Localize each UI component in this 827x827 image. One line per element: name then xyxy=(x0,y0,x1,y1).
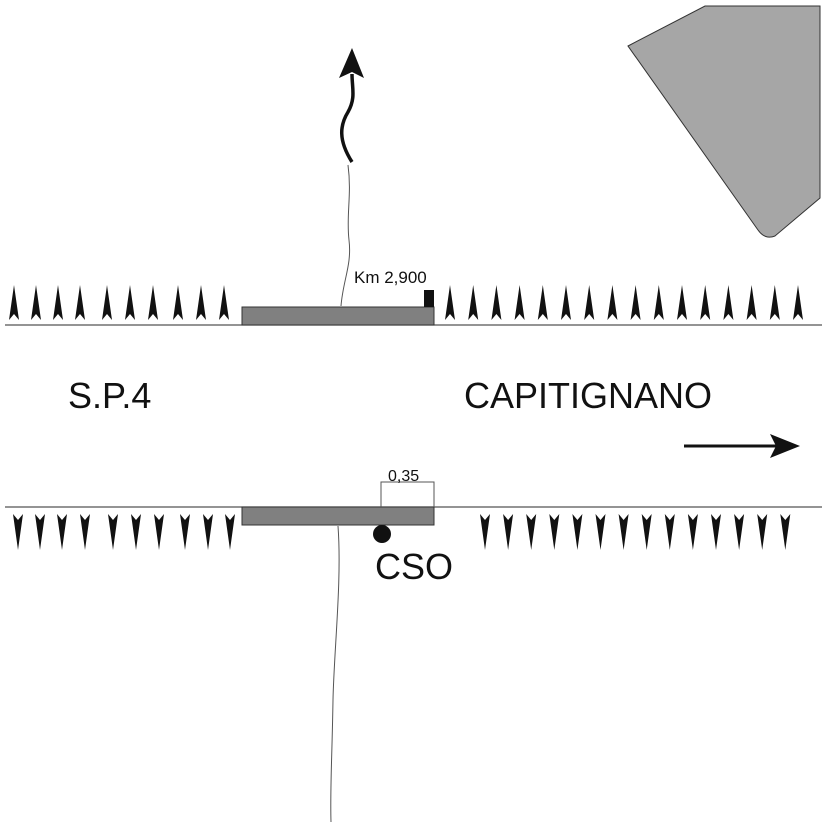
spike-down-icon xyxy=(108,514,118,550)
km-label: Km 2,900 xyxy=(354,268,427,287)
spike-up-icon xyxy=(219,285,229,320)
spike-down-icon xyxy=(687,514,698,550)
destination-label: CAPITIGNANO xyxy=(464,375,712,416)
spike-up-icon xyxy=(607,285,618,320)
arrow-right-icon xyxy=(684,434,800,458)
spike-up-icon xyxy=(793,285,803,320)
spike-up-icon xyxy=(75,285,85,320)
km-marker xyxy=(424,290,434,307)
spike-down-icon xyxy=(549,514,560,550)
stream-upper xyxy=(340,164,351,307)
spike-up-icon xyxy=(491,285,502,320)
spike-down-icon xyxy=(757,514,768,550)
bridge-lower xyxy=(241,506,435,526)
spike-down-icon xyxy=(80,514,90,550)
spike-down-icon xyxy=(595,514,606,550)
spike-down-icon xyxy=(572,514,583,550)
spike-down-icon xyxy=(35,514,45,550)
spike-down-icon xyxy=(641,514,652,550)
spike-down-icon xyxy=(734,514,745,550)
spike-up-icon xyxy=(769,285,780,320)
spike-up-icon xyxy=(173,285,183,320)
stream-lower xyxy=(330,525,340,823)
spike-down-icon xyxy=(664,514,675,550)
spike-up-icon xyxy=(514,285,525,320)
spike-up-icon xyxy=(445,285,455,320)
spike-up-icon xyxy=(102,285,112,320)
spike-down-icon xyxy=(618,514,629,550)
spike-down-icon xyxy=(780,514,791,550)
spike-down-icon xyxy=(180,514,190,550)
spike-down-icon xyxy=(503,514,514,550)
spike-up-icon xyxy=(31,285,41,320)
spike-up-icon xyxy=(677,285,687,320)
spike-down-icon xyxy=(131,514,141,550)
spike-up-icon xyxy=(653,285,664,320)
spike-up-icon xyxy=(148,285,158,320)
spike-up-icon xyxy=(584,285,595,320)
dimension-label: 0,35 xyxy=(388,468,419,485)
spike-up-icon xyxy=(9,285,19,320)
spike-down-icon xyxy=(480,514,490,550)
spike-down-icon xyxy=(711,514,721,550)
spike-up-icon xyxy=(746,285,757,320)
spike-down-icon xyxy=(154,514,164,550)
spike-down-icon xyxy=(526,514,537,550)
spike-down-icon xyxy=(13,514,23,550)
spike-down-icon xyxy=(57,514,67,550)
curved-arrow-up-icon xyxy=(339,48,364,163)
spike-up-icon xyxy=(700,285,711,320)
spike-down-icon xyxy=(203,514,213,550)
spike-up-icon xyxy=(196,285,206,320)
bridge-upper xyxy=(241,306,435,326)
spike-up-icon xyxy=(561,285,571,320)
spike-down-icon xyxy=(225,514,235,550)
spike-up-icon xyxy=(53,285,63,320)
spike-up-icon xyxy=(723,285,734,320)
spike-up-icon xyxy=(630,285,641,320)
dimension-bracket xyxy=(380,481,435,507)
road-label: S.P.4 xyxy=(68,375,151,416)
dot-marker-icon xyxy=(373,525,391,543)
spike-up-icon xyxy=(125,285,135,320)
spike-up-icon xyxy=(468,285,479,320)
vegetation-markers xyxy=(9,285,803,550)
station-label: CSO xyxy=(375,546,453,587)
area-polygon xyxy=(627,5,821,238)
spike-up-icon xyxy=(537,285,548,320)
